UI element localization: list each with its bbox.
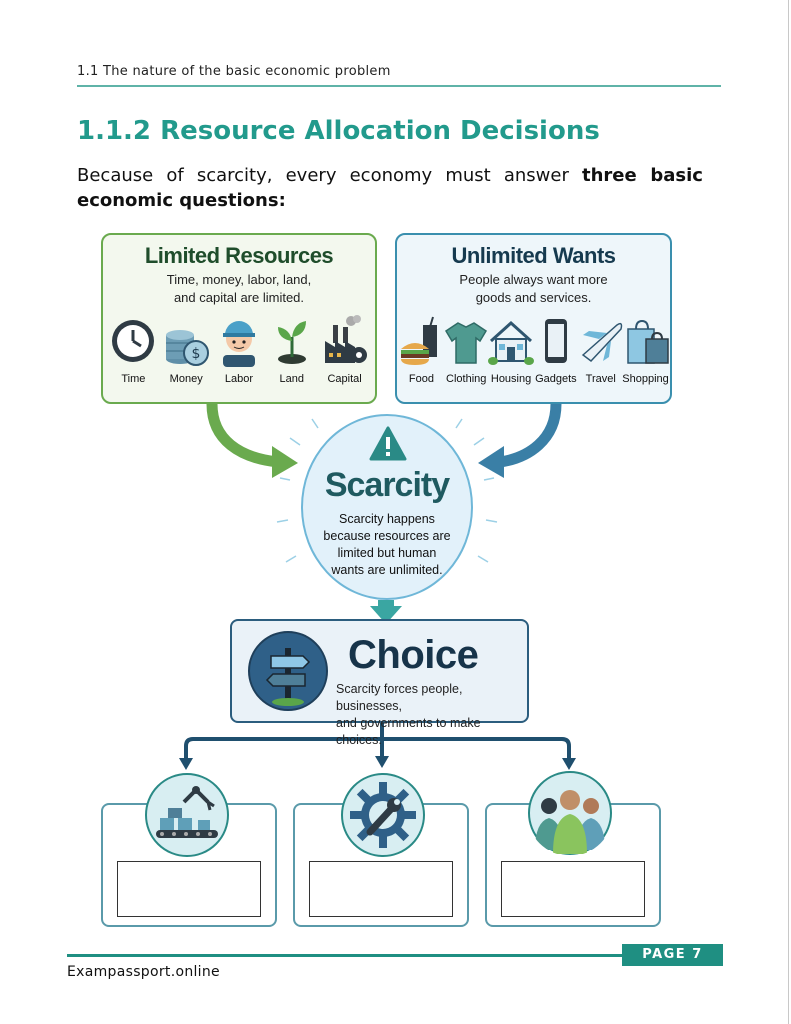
production-robot-icon	[145, 773, 229, 857]
answer-field-3[interactable]	[501, 861, 645, 917]
choice-description: Scarcity forces people, businesses, and …	[336, 681, 526, 749]
people-group-icon	[528, 771, 612, 855]
unlimited-wants-description: People always want more goods and servic…	[397, 271, 670, 307]
scarcity-to-choice-stem	[378, 600, 394, 608]
shopping-bag-icon	[626, 319, 669, 364]
scarcity-rays	[276, 418, 498, 563]
resources-desc-line-2: and capital are limited.	[173, 290, 305, 305]
resources-icon-row: Time $ Money Labor	[107, 315, 371, 385]
resource-item-time: Time	[107, 315, 159, 385]
scarcity-desc-line-3: limited but human	[337, 546, 437, 560]
clock-icon	[112, 320, 155, 362]
coins-icon: $	[166, 330, 210, 366]
factory-icon	[324, 315, 367, 363]
sprout-icon	[277, 321, 306, 364]
worker-icon	[222, 321, 255, 367]
footer-rule	[67, 954, 622, 957]
house-icon	[488, 320, 535, 365]
want-item-housing: Housing	[488, 315, 535, 385]
header-rule	[77, 85, 721, 87]
want-label: Food	[408, 373, 434, 385]
want-item-clothing: Clothing	[445, 315, 488, 385]
unlimited-wants-title: Unlimited Wants	[451, 243, 616, 268]
choice-tree-arrowheads	[179, 756, 576, 770]
scarcity-title: Scarcity	[324, 466, 450, 504]
resource-label: Labor	[224, 373, 254, 385]
scarcity-desc-line-2: because resources are	[323, 529, 451, 543]
want-label: Clothing	[446, 373, 487, 385]
food-icon	[401, 316, 438, 365]
resources-desc-line-1: Time, money, labor, land,	[166, 272, 312, 287]
limited-resources-title: Limited Resources	[144, 243, 334, 268]
plane-icon	[581, 322, 622, 363]
limited-resources-description: Time, money, labor, land, and capital ar…	[103, 271, 375, 307]
wants-desc-line-1: People always want more	[459, 272, 608, 287]
resource-item-labor: Labor	[213, 315, 265, 385]
limited-resources-box: Limited Resources Time, money, labor, la…	[101, 233, 377, 404]
want-label: Travel	[585, 373, 616, 385]
want-item-food: Food	[400, 315, 442, 385]
choice-tree-connector	[184, 723, 571, 762]
wants-arrowhead	[478, 446, 504, 478]
answer-field-1[interactable]	[117, 861, 261, 917]
wants-to-scarcity-arrow	[494, 398, 562, 468]
warning-icon	[369, 426, 407, 461]
svg-text:$: $	[192, 346, 201, 362]
resource-label: Money	[169, 373, 203, 385]
scarcity-description: Scarcity happens because resources are l…	[317, 511, 457, 579]
choice-desc-line-1: Scarcity forces people, businesses,	[336, 682, 463, 713]
phone-icon	[544, 319, 567, 363]
resource-label: Time	[121, 373, 146, 385]
page-edge	[788, 0, 789, 1024]
unlimited-wants-box: Unlimited Wants People always want more …	[395, 233, 672, 404]
intro-line-2: economic questions:	[77, 190, 286, 211]
scarcity-circle: Scarcity Scarcity happens because resour…	[301, 414, 473, 600]
shirt-icon	[445, 322, 488, 364]
scarcity-to-choice-arrowhead	[370, 606, 402, 624]
scarcity-desc-line-1: Scarcity happens	[339, 512, 435, 526]
signpost-icon	[248, 631, 328, 711]
want-item-shopping: Shopping	[622, 315, 669, 385]
resource-item-land: Land	[266, 315, 318, 385]
intro-bold-1: three basic	[582, 165, 703, 186]
want-label: Gadgets	[535, 373, 577, 385]
question-box-3	[485, 803, 661, 927]
wants-desc-line-2: goods and services.	[475, 290, 592, 305]
want-label: Shopping	[622, 373, 669, 385]
resource-label: Capital	[327, 373, 362, 385]
want-item-gadgets: Gadgets	[535, 315, 577, 385]
resource-label: Land	[279, 373, 305, 385]
resources-arrowhead	[272, 446, 298, 478]
want-label: Housing	[490, 373, 532, 385]
resources-to-scarcity-arrow	[206, 398, 284, 468]
scarcity-desc-line-4: wants are unlimited.	[331, 563, 443, 577]
resource-item-money: $ Money	[160, 315, 212, 385]
answer-field-2[interactable]	[309, 861, 453, 917]
choice-box: Choice Scarcity forces people, businesse…	[230, 619, 529, 747]
want-item-travel: Travel	[580, 315, 622, 385]
choice-title: Choice	[348, 633, 479, 677]
wants-icon-row: Food Clothing Housing Gadgets	[399, 315, 669, 385]
gear-wrench-icon	[341, 773, 425, 857]
choice-desc-line-2: and governments to make choices.	[336, 716, 481, 747]
resource-item-capital: Capital	[319, 315, 371, 385]
page-number-badge: PAGE 7	[622, 944, 723, 966]
section-title: 1.1.2 Resource Allocation Decisions	[77, 116, 600, 146]
running-header: 1.1 The nature of the basic economic pro…	[77, 64, 391, 79]
intro-line-1: Because of scarcity, every economy must …	[77, 161, 703, 190]
footer-site: Exampassport.online	[67, 964, 220, 980]
intro-plain: Because of scarcity, every economy must …	[77, 165, 582, 186]
